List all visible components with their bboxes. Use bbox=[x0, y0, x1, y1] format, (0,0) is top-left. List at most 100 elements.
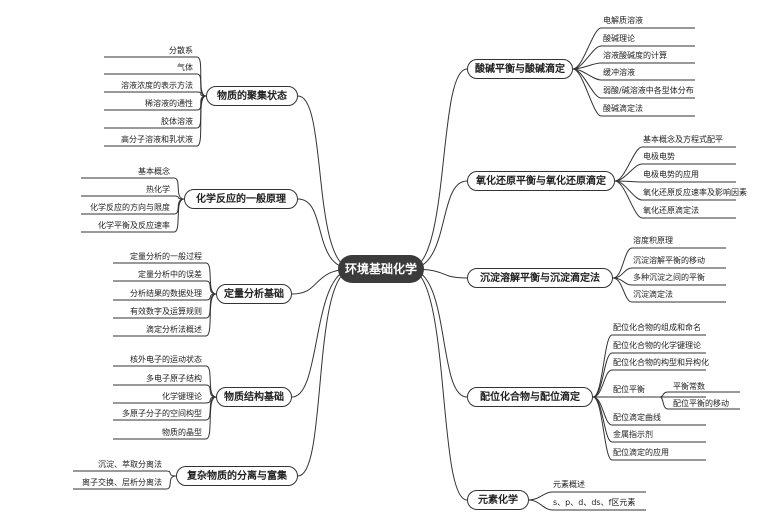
leaf-item: 基本概念 bbox=[138, 167, 170, 176]
leaf-connector bbox=[113, 365, 217, 398]
leaf-connector bbox=[73, 470, 177, 477]
branch-5: 复杂物质的分离与富集 bbox=[176, 466, 298, 486]
subleaf-item: 平衡常数 bbox=[673, 382, 705, 391]
leaf-item: 胶体溶液 bbox=[161, 117, 193, 126]
leaf-item: 电极电势 bbox=[643, 152, 675, 161]
leaf-item: 溶度积原理 bbox=[633, 236, 673, 245]
leaf-item: 定量分析的一般过程 bbox=[130, 252, 202, 261]
connector bbox=[297, 95, 354, 270]
leaf-connector bbox=[113, 293, 217, 337]
leaf-item: 沉淀、萃取分离法 bbox=[98, 460, 162, 469]
subleaf-item: 配位平衡的移动 bbox=[673, 399, 729, 408]
leaf-item: 配位滴定的应用 bbox=[613, 448, 669, 457]
root-topic: 环境基础化学 bbox=[338, 255, 424, 283]
leaf-item: 气体 bbox=[177, 63, 193, 72]
leaf-connector bbox=[81, 177, 185, 200]
leaf-connector bbox=[73, 475, 177, 490]
leaf-connector bbox=[104, 95, 207, 147]
leaf-item: 电解质溶液 bbox=[603, 16, 643, 25]
connector bbox=[297, 268, 354, 477]
subleaf-connector bbox=[659, 396, 740, 410]
leaf-connector bbox=[612, 267, 726, 279]
leaf-item: 高分子溶液和乳状液 bbox=[121, 135, 193, 144]
leaf-item: 酸碱理论 bbox=[603, 34, 635, 43]
leaf-item: 多种沉淀之间的平衡 bbox=[633, 273, 705, 282]
leaf-item: 化学平衡及反应速率 bbox=[98, 221, 170, 230]
leaf-connector bbox=[592, 352, 706, 398]
leaf-item: 氧化还原反应速率及影响因素 bbox=[643, 188, 747, 197]
branch-10: 元素化学 bbox=[467, 490, 529, 510]
leaf-item: 多电子原子结构 bbox=[146, 374, 202, 383]
branch-3: 定量分析基础 bbox=[216, 284, 292, 304]
leaf-item: 分析结果的数据处理 bbox=[130, 289, 202, 298]
leaf-connector bbox=[104, 56, 207, 97]
branch-9: 配位化合物与配位滴定 bbox=[467, 387, 593, 407]
leaf-connector bbox=[572, 45, 695, 70]
leaf-item: 分散系 bbox=[169, 46, 193, 55]
leaf-item: 金属指示剂 bbox=[613, 430, 653, 439]
leaf-connector bbox=[113, 262, 217, 295]
leaf-item: 多原子分子的空间构型 bbox=[122, 409, 202, 418]
leaf-connector bbox=[113, 384, 217, 398]
leaf-item: 溶液浓度的表示方法 bbox=[121, 81, 193, 90]
leaf-connector bbox=[104, 91, 207, 97]
leaf-item: 配位化合物的构型和异构化 bbox=[613, 358, 709, 367]
leaf-connector bbox=[528, 491, 646, 501]
leaf-item: 核外电子的运动状态 bbox=[130, 355, 202, 364]
leaf-connector bbox=[614, 180, 736, 183]
leaf-connector bbox=[528, 499, 646, 511]
leaf-item: 稀溶液的通性 bbox=[145, 99, 193, 108]
leaf-item: 配位平衡 bbox=[613, 385, 645, 394]
connector bbox=[408, 268, 468, 501]
leaf-connector bbox=[113, 280, 217, 295]
connector bbox=[408, 268, 468, 398]
leaf-item: 酸碱滴定法 bbox=[603, 104, 643, 113]
subleaf-connector bbox=[659, 391, 740, 398]
leaf-item: 沉淀滴定法 bbox=[633, 290, 673, 299]
leaf-connector bbox=[614, 180, 736, 219]
branch-6: 酸碱平衡与酸碱滴定 bbox=[467, 59, 573, 79]
leaf-connector bbox=[572, 27, 695, 70]
leaf-connector bbox=[81, 198, 185, 233]
leaf-connector bbox=[81, 195, 185, 200]
leaf-item: 定量分析中的误差 bbox=[138, 270, 202, 279]
leaf-connector bbox=[614, 146, 736, 182]
leaf-item: 有效数字及运算规则 bbox=[130, 307, 202, 316]
branch-2: 化学反应的一般原理 bbox=[184, 189, 298, 209]
branch-1: 物质的聚集状态 bbox=[206, 86, 298, 106]
branch-8: 沉淀溶解平衡与沉淀滴定法 bbox=[467, 268, 613, 288]
branch-4: 物质结构基础 bbox=[216, 387, 292, 407]
leaf-item: s、p、d、ds、f区元素 bbox=[553, 498, 636, 507]
leaf-item: 化学键理论 bbox=[162, 392, 202, 401]
leaf-connector bbox=[104, 73, 207, 97]
connector bbox=[408, 180, 468, 270]
leaf-item: 离子交换、层析分离法 bbox=[82, 478, 162, 487]
leaf-item: 基本概念及方程式配平 bbox=[643, 135, 723, 144]
leaf-item: 弱酸/碱溶液中各型体分布 bbox=[603, 86, 694, 95]
leaf-item: 沉淀溶解平衡的移动 bbox=[633, 256, 705, 265]
leaf-connector bbox=[113, 396, 217, 440]
leaf-item: 缓冲溶液 bbox=[603, 68, 635, 77]
connector bbox=[291, 268, 354, 398]
leaf-item: 配位滴定曲线 bbox=[613, 413, 661, 422]
leaf-item: 氧化还原滴定法 bbox=[643, 206, 699, 215]
leaf-item: 元素概述 bbox=[553, 480, 585, 489]
branch-7: 氧化还原平衡与氧化还原滴定 bbox=[467, 171, 615, 191]
leaf-item: 配位化合物的化学键理论 bbox=[613, 341, 701, 350]
leaf-connector bbox=[592, 396, 706, 461]
leaf-item: 化学反应的方向与限度 bbox=[90, 203, 170, 212]
leaf-connector bbox=[572, 68, 695, 117]
leaf-connector bbox=[592, 369, 706, 398]
leaf-connector bbox=[572, 62, 695, 70]
leaf-item: 热化学 bbox=[146, 185, 170, 194]
leaf-connector bbox=[612, 277, 726, 303]
leaf-connector bbox=[614, 163, 736, 182]
leaf-item: 配位化合物的组成和命名 bbox=[613, 323, 701, 332]
connector bbox=[408, 68, 468, 270]
leaf-item: 电极电势的应用 bbox=[643, 170, 699, 179]
leaf-item: 溶液酸碱度的计算 bbox=[603, 51, 667, 60]
leaf-item: 物质的晶型 bbox=[162, 428, 202, 437]
leaf-item: 滴定分析法概述 bbox=[146, 325, 202, 334]
leaf-connector bbox=[612, 247, 726, 279]
